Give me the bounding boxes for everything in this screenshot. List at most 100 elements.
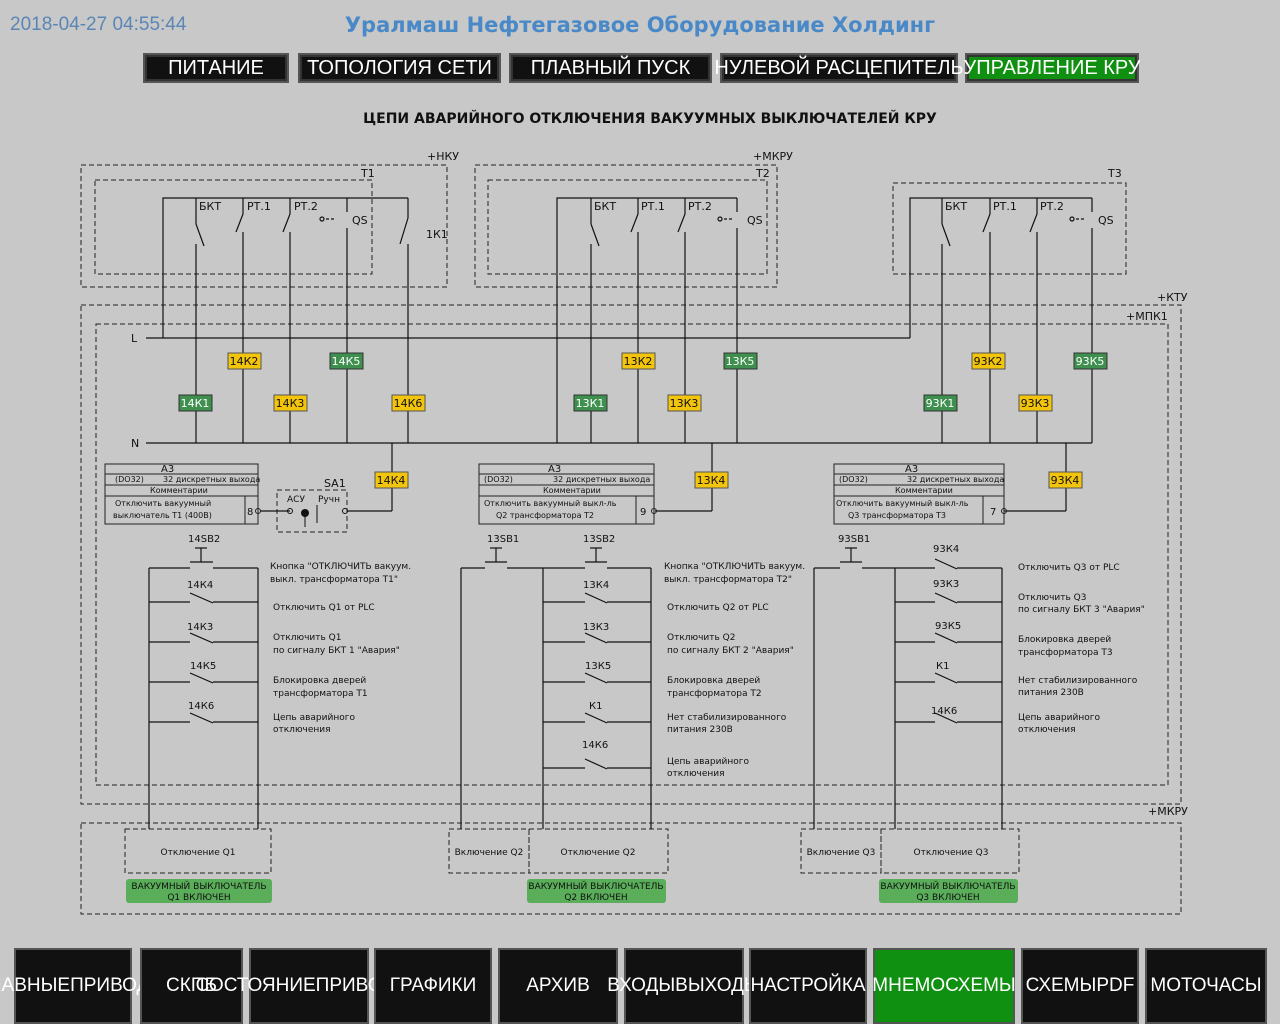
c3-row1-d1: Отключить Q3 от PLC [1018, 563, 1120, 573]
c1-row4-tag: 14К6 [188, 701, 214, 712]
c2-row3-d2: трансформатора Т2 [667, 689, 762, 699]
tab-kru-control[interactable]: УПРАВЛЕНИЕ КРУ [964, 53, 1141, 83]
label-nku: +НКУ [427, 150, 459, 163]
tab-network-topology[interactable]: ТОПОЛОГИЯ СЕТИ [298, 53, 501, 83]
c2-btn-desc1: Кнопка "ОТКЛЮЧИТЬ вакуум. [664, 562, 805, 572]
c2-btn-tag: 13SB2 [583, 534, 615, 545]
label-t3: T3 [1107, 167, 1122, 180]
nav-graphs[interactable]: ГРАФИКИ [374, 948, 492, 1024]
bus-n-label: N [131, 437, 139, 450]
sa1-manual: Ручн [318, 495, 340, 505]
contact-rt1-t1: РТ.1 [247, 200, 271, 213]
c1-btn-tag: 14SB2 [188, 534, 220, 545]
c3-row5-d2: отключения [1018, 725, 1076, 735]
status-q1-line1: ВАКУУМНЫЙ ВЫКЛЮЧАТЕЛЬ [131, 880, 266, 892]
nav-archive[interactable]: АРХИВ [498, 948, 618, 1024]
contact-1k1: 1К1 [426, 228, 448, 241]
module2-pin: 9 [640, 507, 646, 518]
status-q2-line2: Q2 ВКЛЮЧЕН [564, 893, 627, 903]
c3-row3-d2: трансформатора Т3 [1018, 648, 1113, 658]
c1-row2-d1: Отключить Q1 [273, 633, 341, 643]
c2-on-label: Включение Q2 [455, 848, 524, 858]
c3-row3-tag: 93К5 [935, 621, 961, 632]
sa1-label: SA1 [324, 477, 346, 490]
label-t2: T2 [755, 167, 770, 180]
relay-14K2: 14К2 [230, 355, 259, 368]
c1-row3-tag: 14К5 [190, 661, 216, 672]
c2-row5-d1: Цепь аварийного [667, 757, 749, 767]
c2-row2-d2: по сигналу БКТ 2 "Авария" [667, 646, 794, 656]
c3-row5-tag: 14К6 [931, 706, 957, 717]
c1-row4-d1: Цепь аварийного [273, 713, 355, 723]
tab-zero-release[interactable]: НУЛЕВОЙ РАСЦЕПИТЕЛЬ [714, 53, 964, 83]
relay-13K4: 13К4 [697, 474, 726, 487]
c1-row4-d2: отключения [273, 725, 331, 735]
c2-row2-tag: 13К3 [583, 622, 609, 633]
c1-row3-d2: трансформатора Т1 [273, 689, 368, 699]
module2-comment: Комментарии [543, 486, 601, 495]
label-mpk1: +МПК1 [1126, 310, 1168, 323]
module1-type: (DO32) [115, 475, 144, 484]
c1-row1-d1: Отключить Q1 от PLC [273, 603, 375, 613]
relay-14K3: 14К3 [276, 397, 305, 410]
relay-13K1: 13К1 [576, 397, 605, 410]
c2-row1-d1: Отключить Q2 от PLC [667, 603, 769, 613]
module2-desc: 32 дискретных выхода [553, 475, 650, 484]
c2-row4-tag: К1 [589, 701, 602, 712]
c2-row5-d2: отключения [667, 769, 725, 779]
c2-btn-on-tag: 13SB1 [487, 534, 519, 545]
c2-row1-tag: 13К4 [583, 580, 609, 591]
contact-qs-t3: QS [1098, 214, 1114, 227]
tab-power[interactable]: ПИТАНИЕ [143, 53, 289, 83]
module1-comment: Комментарии [150, 486, 208, 495]
module3-name: A3 [905, 464, 918, 475]
c1-row2-d2: по сигналу БКТ 1 "Авария" [273, 646, 400, 656]
status-q2-line1: ВАКУУМНЫЙ ВЫКЛЮЧАТЕЛЬ [528, 880, 663, 892]
status-q3-line1: ВАКУУМНЫЙ ВЫКЛЮЧАТЕЛЬ [880, 880, 1015, 892]
module3-desc: 32 дискретных выхода [907, 475, 1004, 484]
nav-main-drives[interactable]: ГЛАВНЫЕПРИВОДЫ [0, 948, 166, 1024]
relay-93K4: 93К4 [1051, 474, 1080, 487]
module3-line2: Q3 трансформатора Т3 [848, 511, 946, 520]
nav-motor-hours[interactable]: МОТОЧАСЫ [1145, 948, 1267, 1024]
c3-off-label: Отключение Q3 [914, 848, 989, 858]
module3-pin: 7 [990, 507, 996, 518]
relay-93K2: 93К2 [974, 355, 1003, 368]
contact-bkt-t2: БКТ [594, 200, 616, 213]
sa1-asu: АСУ [287, 495, 305, 505]
module2-line2: Q2 трансформатора Т2 [496, 511, 594, 520]
nav-mnemo[interactable]: МНЕМОСХЕМЫ [872, 948, 1016, 1024]
c1-btn-desc1: Кнопка "ОТКЛЮЧИТЬ вакуум. [270, 562, 411, 572]
module1-line2: выключатель Т1 (400В) [113, 511, 212, 520]
bus-l-label: L [131, 332, 138, 345]
c3-row2-d2: по сигналу БКТ 3 "Авария" [1018, 605, 1145, 615]
c1-row2-tag: 14К3 [187, 622, 213, 633]
contact-bkt-t1: БКТ [199, 200, 221, 213]
module1-pin: 8 [247, 507, 253, 518]
module2-name: A3 [548, 464, 561, 475]
status-q3-line2: Q3 ВКЛЮЧЕН [916, 893, 979, 903]
relay-93K1: 93К1 [926, 397, 955, 410]
contact-qs-t1: QS [352, 214, 368, 227]
label-ktu: +КТУ [1157, 291, 1188, 304]
nav-settings[interactable]: НАСТРОЙКА [749, 948, 867, 1024]
c2-row3-d1: Блокировка дверей [667, 676, 760, 686]
relay-13K3: 13К3 [670, 397, 699, 410]
contact-rt2-t3: РТ.2 [1040, 200, 1064, 213]
schematic-title: ЦЕПИ АВАРИЙНОГО ОТКЛЮЧЕНИЯ ВАКУУМНЫХ ВЫК… [363, 111, 937, 127]
contact-rt1-t3: РТ.1 [993, 200, 1017, 213]
c2-row4-d1: Нет стабилизированного [667, 713, 787, 723]
c3-btn-on-tag: 93SB1 [838, 534, 870, 545]
c1-row3-d1: Блокировка дверей [273, 676, 366, 686]
c1-row1-tag: 14К4 [187, 580, 213, 591]
nav-skpb[interactable]: СКПБ [140, 948, 243, 1024]
module1-line1: Отключить вакуумный [115, 499, 211, 508]
tab-soft-start[interactable]: ПЛАВНЫЙ ПУСК [509, 53, 712, 83]
contact-rt1-t2: РТ.1 [641, 200, 665, 213]
relay-93K3: 93К3 [1021, 397, 1050, 410]
c3-row1-tag: 93К4 [933, 544, 959, 555]
relay-14K4: 14К4 [377, 474, 406, 487]
